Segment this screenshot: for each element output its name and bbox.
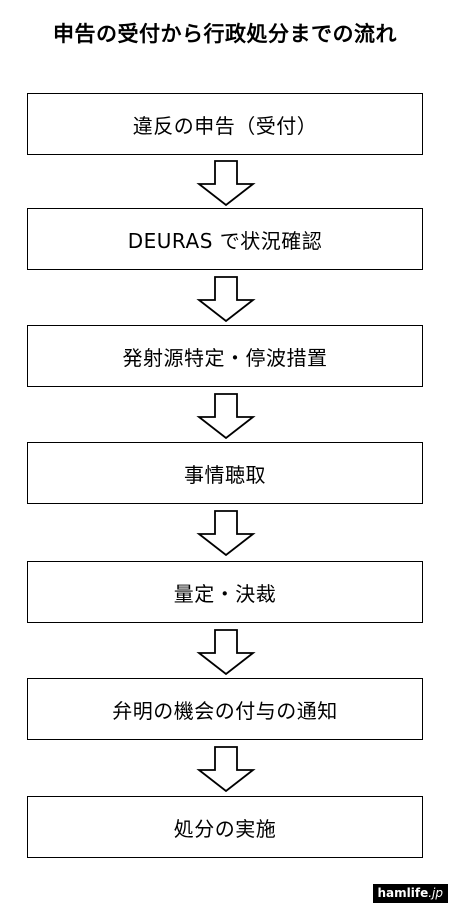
down-arrow-icon — [196, 276, 256, 322]
step-box-3: 発射源特定・停波措置 — [27, 325, 423, 387]
down-arrow-icon — [196, 629, 256, 675]
step-box-7: 処分の実施 — [27, 796, 423, 858]
step-box-1: 違反の申告（受付） — [27, 93, 423, 155]
watermark-logo: hamlife.jp — [372, 884, 448, 903]
step-box-4: 事情聴取 — [27, 442, 423, 504]
down-arrow-icon — [196, 393, 256, 439]
step-box-2: DEURAS で状況確認 — [27, 208, 423, 270]
watermark-tld: .jp — [428, 886, 443, 900]
down-arrow-icon — [196, 746, 256, 792]
down-arrow-icon — [196, 160, 256, 206]
diagram-title: 申告の受付から行政処分までの流れ — [53, 22, 397, 46]
down-arrow-icon — [196, 510, 256, 556]
watermark-name: hamlife — [377, 886, 429, 900]
step-box-5: 量定・決裁 — [27, 561, 423, 623]
step-box-6: 弁明の機会の付与の通知 — [27, 678, 423, 740]
